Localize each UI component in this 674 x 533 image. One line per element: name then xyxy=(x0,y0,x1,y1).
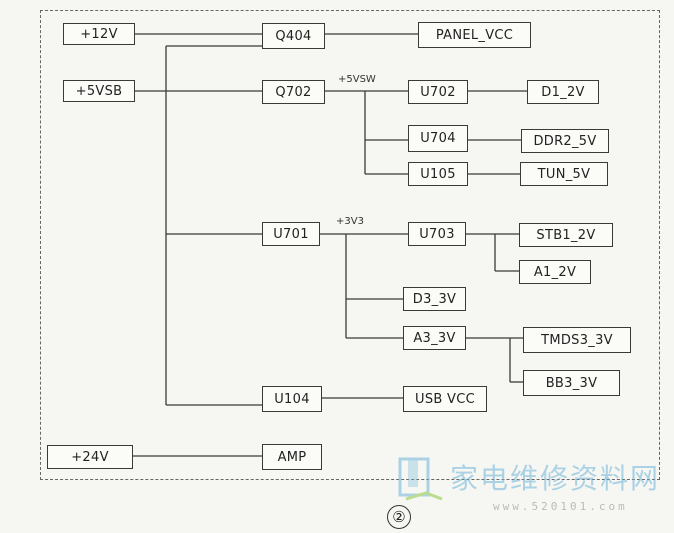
watermark-url: www.520101.com xyxy=(493,500,628,513)
box-tmds3-3v: TMDS3_3V xyxy=(523,327,631,353)
box-a3-3v: A3_3V xyxy=(403,326,466,350)
box-5vsb: +5VSB xyxy=(63,80,135,102)
box-q404: Q404 xyxy=(262,23,325,49)
box-panel-vcc: PANEL_VCC xyxy=(418,22,531,48)
box-12v: +12V xyxy=(63,23,135,45)
box-24v: +24V xyxy=(47,445,133,469)
box-u702: U702 xyxy=(408,80,468,104)
box-u104: U104 xyxy=(262,386,322,412)
box-d3-3v: D3_3V xyxy=(403,287,466,311)
watermark: 家电维修资料网 www.520101.com xyxy=(398,455,668,525)
box-ddr2-5v: DDR2_5V xyxy=(521,129,609,153)
box-bb3-3v: BB3_3V xyxy=(523,370,620,396)
box-u105: U105 xyxy=(408,162,468,186)
box-amp: AMP xyxy=(262,444,322,470)
watermark-text: 家电维修资料网 xyxy=(450,462,661,495)
box-a1-2v: A1_2V xyxy=(519,260,591,284)
box-stb1-2v: STB1_2V xyxy=(519,223,613,247)
dashed-frame xyxy=(40,10,660,480)
box-d1-2v: D1_2V xyxy=(527,80,599,104)
box-u703: U703 xyxy=(408,222,466,246)
box-usb-vcc: USB VCC xyxy=(403,386,487,412)
watermark-logo-icon xyxy=(398,457,443,501)
figure-number: ② xyxy=(387,505,411,529)
rail-label-5vsw: +5VSW xyxy=(338,74,376,85)
box-u701: U701 xyxy=(262,222,320,246)
box-u704: U704 xyxy=(408,125,468,152)
box-q702: Q702 xyxy=(262,80,325,104)
rail-label-3v3: +3V3 xyxy=(336,216,364,227)
box-tun-5v: TUN_5V xyxy=(520,162,608,186)
